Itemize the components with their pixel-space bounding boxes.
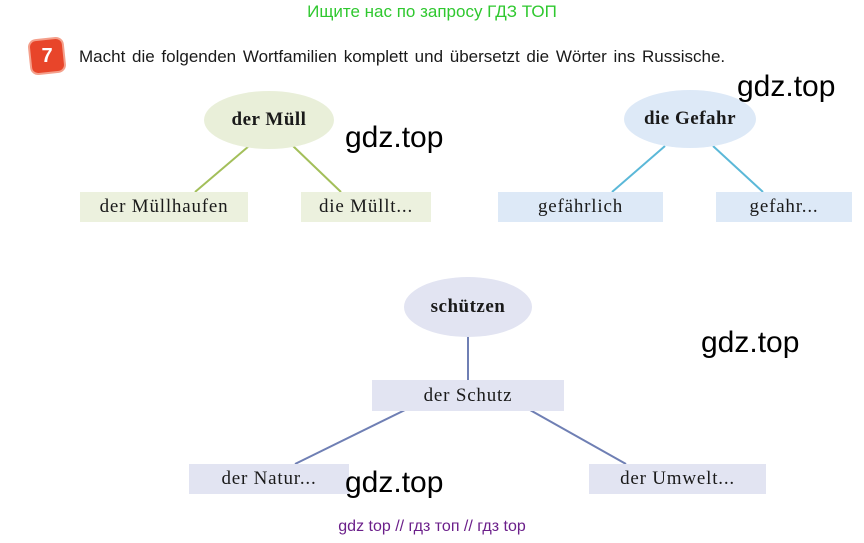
connector-gefahr-right — [712, 145, 764, 193]
child-label-umwelt: der Umwelt... — [620, 468, 735, 489]
root-node-schuetzen: schützen — [404, 277, 532, 337]
watermark-4: gdz.top — [345, 466, 444, 499]
child-node-muellhaufen: der Müllhaufen — [80, 192, 248, 222]
child-label-natur: der Natur... — [221, 468, 317, 489]
child-node-gefaehrlich: gefährlich — [498, 192, 663, 222]
connector-muell-right — [292, 145, 342, 193]
child-label-gefaehrlich: gefährlich — [537, 196, 623, 217]
child-label-muellt: die Müllt... — [318, 196, 414, 217]
child-label-muellhaufen: der Müllhaufen — [99, 196, 229, 217]
watermark-2: gdz.top — [737, 70, 836, 103]
root-label-der-muell: der Müll — [231, 109, 307, 130]
child-node-umwelt: der Umwelt... — [589, 464, 766, 494]
task-instruction: Macht die folgenden Wortfamilien komplet… — [79, 47, 726, 66]
child-node-gefahr: gefahr... — [716, 192, 852, 222]
search-hint-link[interactable]: Ищите нас по запросу ГДЗ ТОП — [307, 2, 557, 21]
root-label-die-gefahr: die Gefahr — [643, 108, 737, 129]
child-label-gefahr: gefahr... — [749, 196, 819, 217]
root-label-schuetzen: schützen — [430, 296, 506, 317]
connector-schutz-left — [294, 409, 406, 465]
watermark-1: gdz.top — [345, 121, 444, 154]
child-node-muellt: die Müllt... — [301, 192, 431, 222]
connector-schutz-right — [529, 409, 627, 465]
root-node-der-muell: der Müll — [204, 91, 334, 149]
connector-muell-left — [194, 145, 250, 193]
connector-gefahr-left — [611, 145, 666, 193]
root-node-die-gefahr: die Gefahr — [624, 90, 756, 148]
watermark-3: gdz.top — [701, 326, 800, 359]
footer-link[interactable]: gdz top // гдз топ // гдз top — [338, 518, 526, 535]
middle-node-der-schutz: der Schutz — [372, 380, 564, 411]
child-node-natur: der Natur... — [189, 464, 349, 494]
middle-label-der-schutz: der Schutz — [423, 384, 513, 406]
